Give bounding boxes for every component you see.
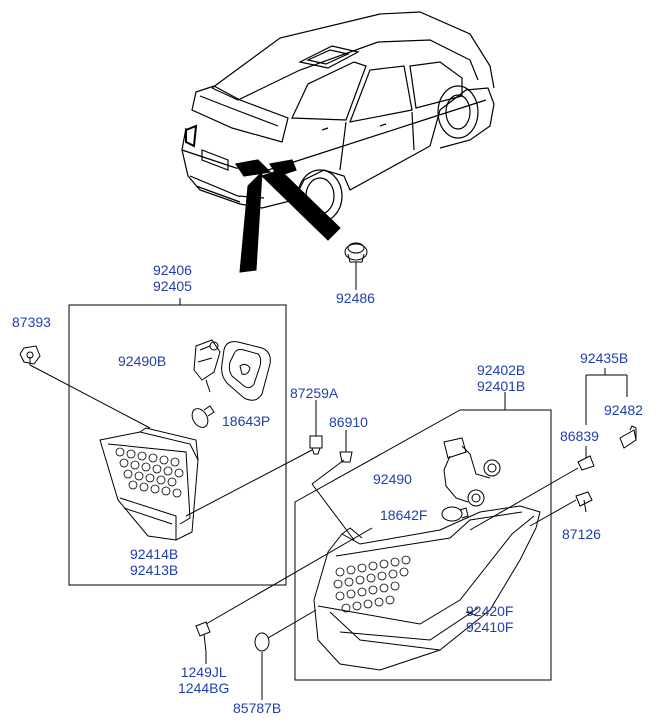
part-number-92490[interactable]: 92490 [373,471,412,487]
part-number-1249JL[interactable]: 1249JL [180,664,227,680]
nut-87393 [19,345,41,365]
part-number-87393[interactable]: 87393 [12,314,51,330]
part-number-18642F[interactable]: 18642F [380,507,428,523]
label-group-92414B-92413B[interactable]: 92414B 92413B [130,546,178,578]
location-arrows [239,169,341,273]
part-number-92413B[interactable]: 92413B [130,562,179,578]
part-number-86910[interactable]: 86910 [329,414,368,430]
part-number-92405[interactable]: 92405 [153,278,192,294]
washer-85787B [254,609,317,700]
leader-92420F [465,611,479,617]
socket-92490B [193,339,221,393]
part-number-86839[interactable]: 86839 [560,428,599,444]
part-number-92414B[interactable]: 92414B [130,546,179,562]
grommet-92486 [344,242,368,290]
label-group-1249JL-1244BG[interactable]: 1249JL 1244BG [178,664,229,696]
clips-87259A-86910 [185,400,355,541]
inner-lamp-assembly [99,427,199,541]
part-number-85787B[interactable]: 85787B [233,700,282,716]
part-number-1244BG[interactable]: 1244BG [178,680,230,696]
part-number-87259A[interactable]: 87259A [290,385,339,401]
clip-86839 [469,446,595,531]
label-group-92402B-92401B[interactable]: 92402B 92401B [477,362,525,394]
label-group-92406-92405[interactable]: 92406 92405 [153,262,192,294]
part-number-87126[interactable]: 87126 [562,526,601,542]
outer-lamp-group-box [294,392,552,681]
screw-87126 [529,491,593,527]
part-number-92420F[interactable]: 92420F [466,603,514,619]
part-number-18643P[interactable]: 18643P [222,413,271,429]
part-number-92435B[interactable]: 92435B [580,350,629,366]
part-number-92490B[interactable]: 92490B [118,353,167,369]
part-number-92486[interactable]: 92486 [336,290,375,306]
bulb-18643P [191,405,215,428]
part-number-92401B[interactable]: 92401B [477,378,526,394]
label-group-92420F-92410F[interactable]: 92420F 92410F [466,603,513,635]
bracket-92435B [585,368,628,425]
part-number-92406[interactable]: 92406 [153,262,192,278]
inner-lamp-group-box [29,298,287,586]
bulb-92482 [619,425,637,449]
vehicle-illustration [181,11,495,223]
outer-lamp-assembly [313,505,541,671]
part-number-92482[interactable]: 92482 [604,402,643,418]
screw-1249JL [195,527,373,664]
socket-92490 [443,437,501,507]
bulb-18642F [441,506,469,522]
part-number-92402B[interactable]: 92402B [477,362,526,378]
gasket-part [221,341,271,401]
part-number-92410F[interactable]: 92410F [466,619,514,635]
